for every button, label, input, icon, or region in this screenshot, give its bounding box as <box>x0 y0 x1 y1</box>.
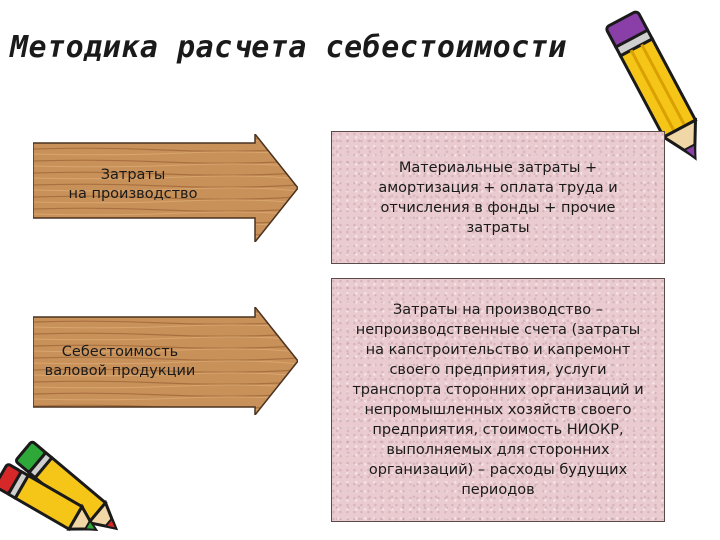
box-line: на капстроительство и капремонт <box>365 342 631 358</box>
box-line: выполняемых для сторонних <box>386 442 610 458</box>
box-line: организаций) – расходы будущих <box>368 462 628 478</box>
arrow-label-line: валовой продукции <box>44 363 196 379</box>
arrow-label-line: Затраты <box>100 167 166 183</box>
arrow-label-costs-production: Затраты на производство <box>38 146 228 224</box>
arrow-label-gross-output-cost: Себестоимость валовой продукции <box>30 322 210 402</box>
pencils-icon <box>0 440 119 532</box>
box-line: затраты <box>466 219 530 236</box>
pencil-icon <box>605 10 698 161</box>
box-line: непромышленных хозяйств своего <box>364 402 632 418</box>
box-line: периодов <box>461 482 535 498</box>
box-line: предприятия, стоимость НИОКР, <box>372 422 624 438</box>
box-line: транспорта сторонних организаций и <box>352 382 644 398</box>
box-line: непроизводственные счета (затраты <box>355 322 641 338</box>
page-title: Методика расчета себестоимости <box>10 30 567 65</box>
box-line: амортизация + оплата труда и <box>378 179 618 196</box>
arrow-label-line: на производство <box>68 186 198 202</box>
box-line: своего предприятия, услуги <box>389 362 607 378</box>
box-line: Затраты на производство – <box>392 302 604 318</box>
cost-formula-box: Затраты на производство – непроизводстве… <box>331 278 665 522</box>
arrow-costs-production <box>33 134 298 242</box>
box-line: Материальные затраты + <box>398 159 598 176</box>
cost-components-box: Материальные затраты + амортизация + опл… <box>331 131 665 264</box>
arrow-label-line: Себестоимость <box>61 344 179 360</box>
arrow-gross-output-cost <box>33 307 298 415</box>
box-line: отчисления в фонды + прочие <box>380 199 616 216</box>
